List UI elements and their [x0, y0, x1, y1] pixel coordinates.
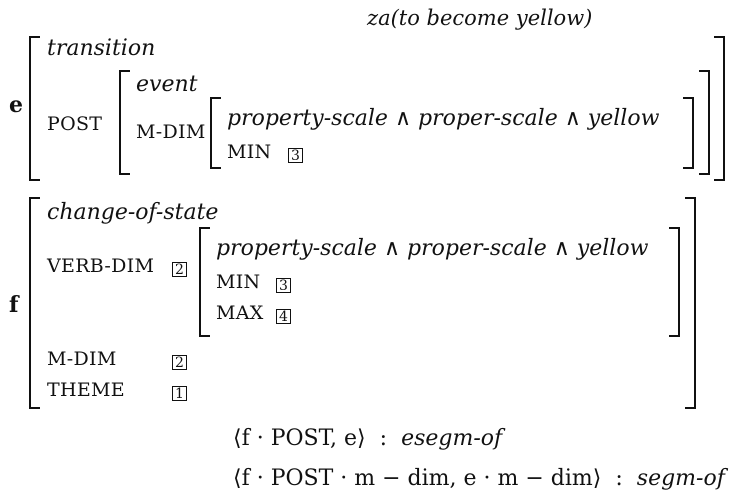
- avm-e-min-tag: 3: [288, 145, 303, 164]
- avm-f-verbdim-attr: VERB-DIM: [47, 255, 155, 277]
- avm-e-min-attr: MIN: [227, 141, 272, 163]
- relation-pair: ⟨f · POST, e⟩: [233, 426, 366, 451]
- avm-e-mdim-value: property-scale ∧ proper-scale ∧ yellow: [227, 106, 660, 131]
- avm-f-mdim-tag: 2: [172, 352, 187, 371]
- avm-e-mdim-bracket-left: [210, 97, 221, 169]
- avm-f-bracket-left: [29, 197, 40, 409]
- avm-e-mdim-bracket-right: [683, 97, 694, 169]
- avm-f-label: f: [9, 292, 19, 318]
- avm-f-type: change-of-state: [47, 200, 219, 225]
- avm-f-max-attr: MAX: [216, 302, 264, 324]
- avm-f-verbdim-bracket-left: [199, 227, 210, 337]
- avm-e-post-bracket-left: [119, 70, 130, 175]
- avm-e-bracket-right: [714, 36, 725, 181]
- avm-e-post-type: event: [136, 72, 198, 97]
- avm-e-label: e: [9, 92, 23, 118]
- avm-e-post-bracket-right: [699, 70, 710, 175]
- avm-f-verbdim-tag: 2: [172, 259, 187, 278]
- avm-e-type: transition: [47, 36, 156, 61]
- avm-f-verbdim-bracket-right: [669, 227, 680, 337]
- relation-line-1: ⟨f · POST, e⟩ : esegm-of: [233, 426, 503, 451]
- avm-f-max-tag: 4: [276, 306, 291, 325]
- avm-f-bracket-right: [685, 197, 696, 409]
- avm-f-theme-tag: 1: [172, 383, 187, 402]
- avm-e-bracket-left: [29, 36, 40, 181]
- relation-name: segm-of: [636, 466, 725, 491]
- avm-f-mdim-attr: M-DIM: [47, 348, 117, 370]
- avm-f-min-tag: 3: [276, 275, 291, 294]
- avm-f-min-attr: MIN: [216, 271, 261, 293]
- avm-f-theme-attr: THEME: [47, 379, 125, 401]
- entry-title: za(to become yellow): [367, 6, 593, 30]
- avm-e-mdim-attr: M-DIM: [136, 121, 206, 143]
- avm-e-post-attr: POST: [47, 113, 103, 135]
- relation-name: esegm-of: [401, 426, 503, 451]
- relation-pair: ⟨f · POST · m − dim, e · m − dim⟩: [233, 466, 602, 491]
- avm-f-verbdim-value: property-scale ∧ proper-scale ∧ yellow: [216, 236, 649, 261]
- relation-line-2: ⟨f · POST · m − dim, e · m − dim⟩ : segm…: [233, 466, 725, 491]
